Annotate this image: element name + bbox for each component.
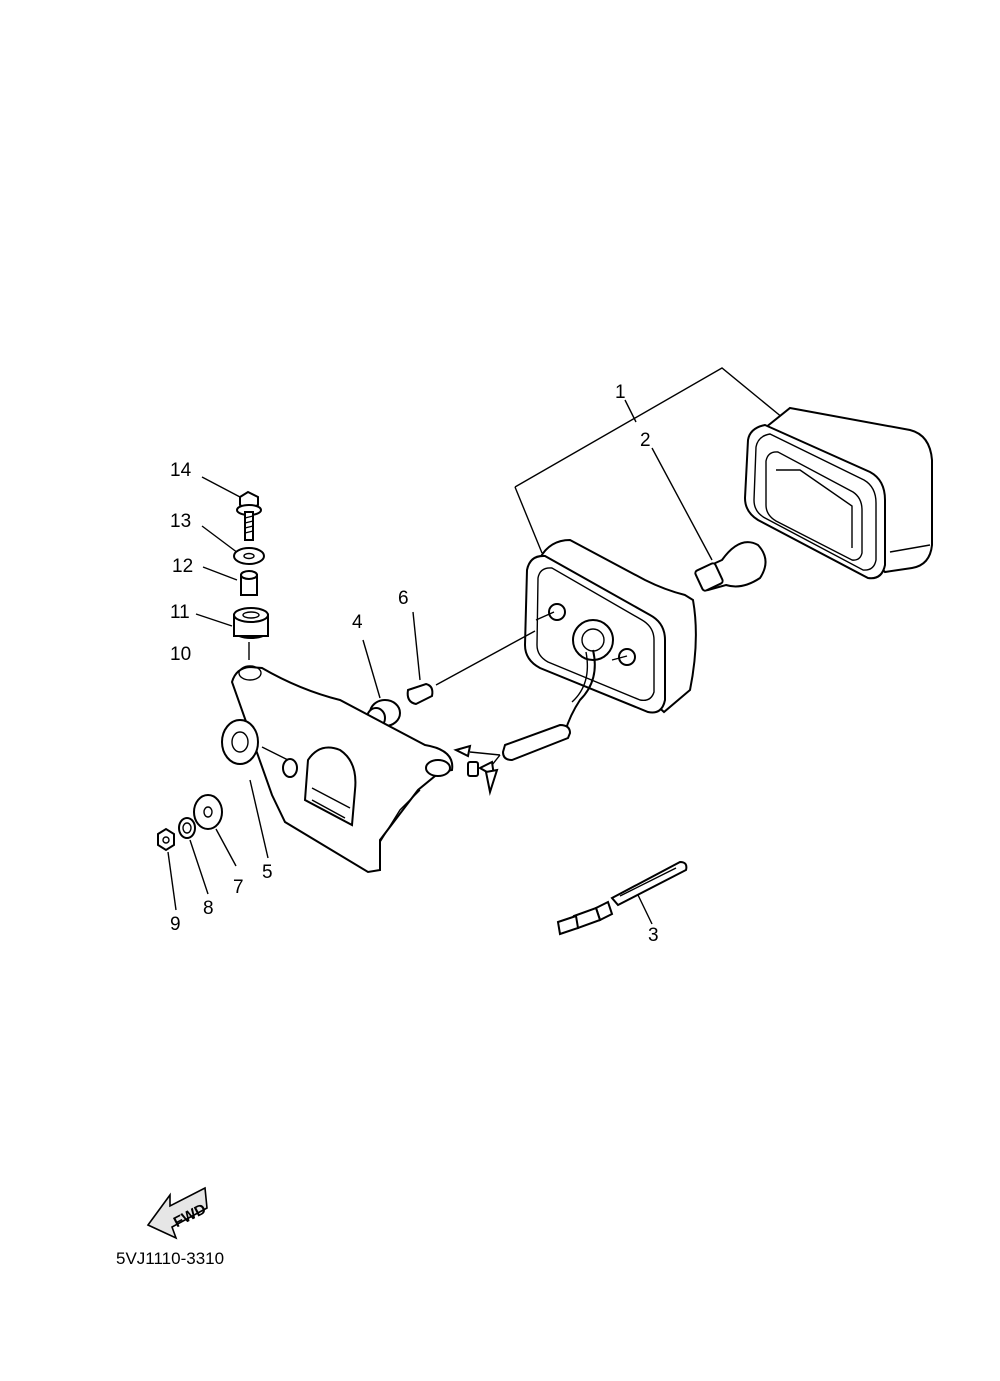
callout-3: 3 xyxy=(648,925,659,946)
callout-2: 2 xyxy=(640,430,651,451)
part-1-leader xyxy=(514,367,784,554)
lock-washer-8 xyxy=(178,817,209,895)
bulb xyxy=(651,447,767,592)
taillight-housing xyxy=(435,538,697,796)
callout-5: 5 xyxy=(262,862,273,883)
bolt-14 xyxy=(201,476,262,660)
callout-11: 11 xyxy=(170,602,190,623)
callout-labels: 1 2 3 4 5 6 7 8 9 10 11 12 13 14 xyxy=(170,382,659,946)
washer-7 xyxy=(193,794,237,867)
cable-tie-connector xyxy=(556,860,688,936)
callout-9: 9 xyxy=(170,914,181,935)
callout-6: 6 xyxy=(398,588,409,609)
nut-9 xyxy=(157,827,177,911)
taillight-lens xyxy=(743,406,933,580)
callout-13: 13 xyxy=(170,511,191,532)
collar-12 xyxy=(202,566,258,596)
damper-5 xyxy=(221,719,289,859)
callout-10: 10 xyxy=(170,644,191,665)
grommet-11 xyxy=(195,607,269,639)
callout-12: 12 xyxy=(172,556,193,577)
collar xyxy=(406,611,434,706)
callout-1: 1 xyxy=(615,382,626,403)
callout-7: 7 xyxy=(233,877,244,898)
bracket xyxy=(230,665,454,874)
callout-4: 4 xyxy=(352,612,363,633)
callout-8: 8 xyxy=(203,898,214,919)
callout-14: 14 xyxy=(170,460,192,481)
fwd-arrow-icon: FWD xyxy=(146,1186,209,1240)
diagram-code: 5VJ1110-3310 xyxy=(116,1249,224,1268)
washer-13 xyxy=(201,525,265,565)
